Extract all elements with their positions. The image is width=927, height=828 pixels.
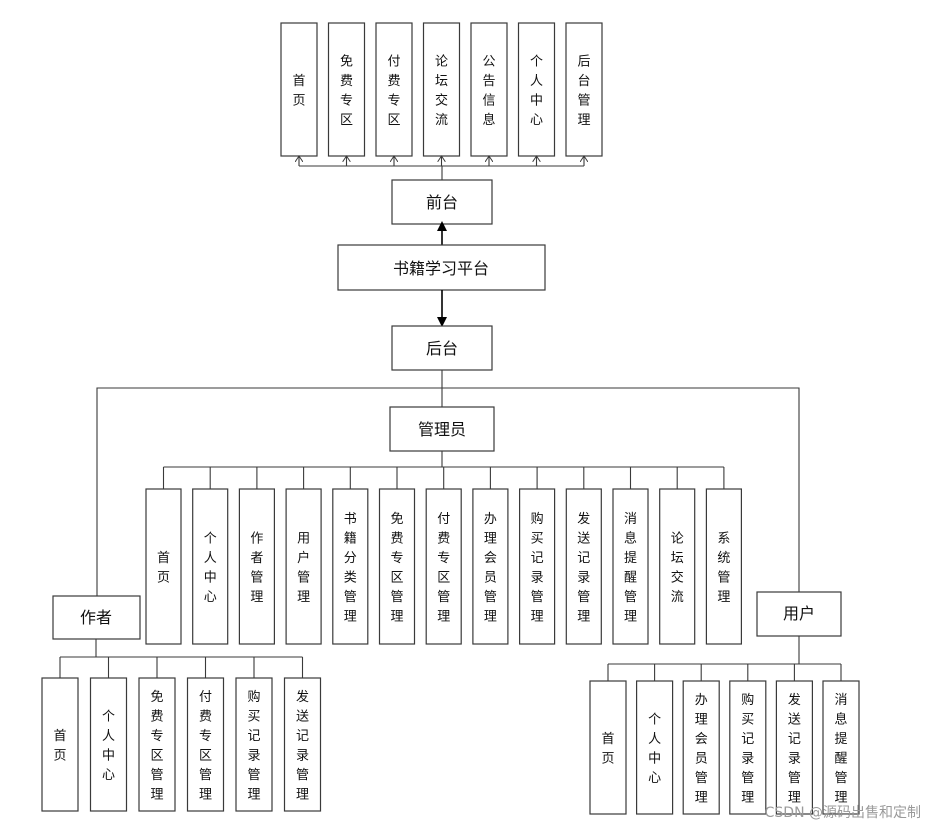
- front-module-label: 论坛交流: [435, 54, 448, 128]
- front-module-label: 后台管理: [577, 54, 590, 128]
- admin-module-box: [705, 488, 743, 645]
- user-module-box: [682, 680, 720, 815]
- user-module-label: 消息提醒管理: [834, 693, 847, 806]
- user-module-label: 购买记录管理: [741, 692, 754, 806]
- watermark: CSDN @源码出售和定制: [764, 805, 921, 821]
- author-module-box: [138, 677, 176, 812]
- user-connector-lines: [607, 636, 842, 681]
- admin-module-box: [612, 488, 649, 645]
- author-module-label: 购买记录管理: [247, 689, 260, 803]
- user-modules: 首页 个人中心 办理会员管理 购买记录管理 发送记录管理 消息提醒管理: [589, 680, 860, 815]
- user-label: 用户: [783, 604, 815, 623]
- admin-module-box: [378, 488, 416, 645]
- admin-module-label: 论坛交流: [671, 531, 684, 605]
- front-module-label: 个人中心: [530, 54, 543, 128]
- author-module-box: [89, 677, 128, 812]
- author-box: [52, 595, 141, 640]
- admin-module-label: 办理会员管理: [484, 512, 497, 625]
- user-module-box: [775, 680, 814, 815]
- admin-module-box: [659, 488, 696, 645]
- front-module-box: [517, 22, 556, 157]
- front-module-box: [375, 22, 413, 157]
- user-module-box: [589, 680, 627, 815]
- admin-modules: 首页 个人中心 作者管理 用户管理 书籍分类管理 免费专区管理 付费专区管理 办理会员管理 购买…: [145, 488, 743, 645]
- author-module-label: 个人中心: [102, 709, 115, 783]
- admin-module-box: [332, 488, 369, 645]
- root-label: 书籍学习平台: [393, 259, 489, 278]
- author-module-box: [283, 677, 322, 812]
- front-module-label: 付费专区: [387, 54, 400, 128]
- admin-module-box: [192, 488, 229, 645]
- author-module-label: 免费专区管理: [150, 690, 163, 803]
- root-box: [337, 244, 546, 291]
- admin-module-label: 书籍分类管理: [344, 512, 357, 625]
- front-module-label: 公告信息: [482, 54, 495, 128]
- author-module-label: 发送记录管理: [296, 689, 309, 803]
- user-module-label: 办理会员管理: [695, 693, 708, 806]
- admin-module-label: 购买记录管理: [531, 511, 544, 625]
- admin-module-label: 系统管理: [717, 531, 730, 605]
- front-module-box: [422, 22, 461, 157]
- front-modules: 首页 免费专区 付费专区 论坛交流 公告信息 个人中心 后台管理: [280, 22, 603, 157]
- admin-module-box: [238, 488, 275, 645]
- back-to-author-user-line: [96, 387, 800, 596]
- back-box: [391, 325, 493, 371]
- user-module-label: 首页: [601, 732, 614, 767]
- front-module-label: 免费专区: [340, 54, 353, 128]
- admin-module-label: 发送记录管理: [577, 511, 590, 625]
- front-connector-lines: [299, 156, 584, 180]
- admin-module-box: [518, 488, 556, 645]
- front-label: 前台: [426, 193, 458, 212]
- front-module-box: [565, 22, 603, 157]
- admin-label: 管理员: [418, 420, 466, 439]
- author-label: 作者: [80, 608, 112, 627]
- admin-module-label: 作者管理: [250, 531, 263, 605]
- admin-module-label: 个人中心: [204, 531, 217, 605]
- author-module-box: [186, 677, 225, 812]
- admin-module-label: 消息提醒管理: [624, 512, 637, 625]
- admin-module-box: [145, 488, 182, 645]
- admin-module-label: 用户管理: [297, 531, 310, 605]
- front-module-box: [470, 22, 508, 157]
- front-module-box: [280, 22, 318, 157]
- user-module-box: [822, 680, 860, 815]
- user-module-box: [635, 680, 674, 815]
- user-module-label: 个人中心: [648, 712, 661, 786]
- admin-module-label: 首页: [157, 551, 170, 586]
- author-module-box: [41, 677, 79, 812]
- author-modules: 首页 个人中心 免费专区管理 付费专区管理 购买记录管理 发送记录管理: [41, 677, 322, 812]
- admin-connector-lines: [162, 451, 725, 489]
- front-box: [391, 179, 493, 225]
- user-box: [756, 591, 842, 637]
- front-module-box: [327, 22, 366, 157]
- admin-module-label: 免费专区管理: [390, 512, 403, 625]
- author-connector-lines: [59, 639, 304, 678]
- back-label: 后台: [426, 339, 458, 358]
- author-module-label: 付费专区管理: [199, 690, 212, 803]
- user-module-label: 发送记录管理: [788, 692, 801, 806]
- admin-module-box: [285, 488, 322, 645]
- author-module-box: [235, 677, 273, 812]
- author-module-label: 首页: [53, 729, 66, 764]
- user-module-box: [729, 680, 767, 815]
- admin-module-box: [425, 488, 462, 645]
- admin-module-box: [472, 488, 509, 645]
- front-module-label: 首页: [292, 74, 305, 109]
- admin-module-label: 付费专区管理: [437, 512, 450, 625]
- admin-box: [389, 406, 495, 452]
- admin-module-box: [565, 488, 602, 645]
